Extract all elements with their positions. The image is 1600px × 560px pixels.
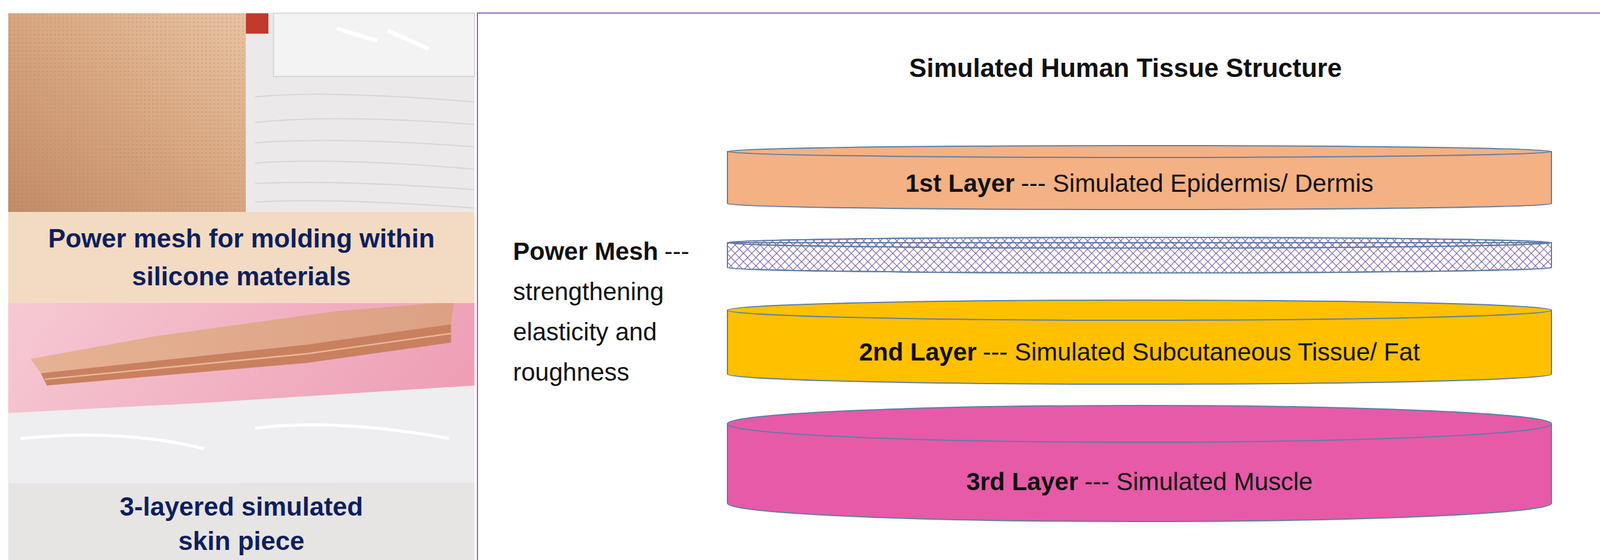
layer-name: 3rd Layer: [966, 467, 1079, 496]
mesh-name: Power Mesh: [512, 237, 659, 266]
lid-reflection: [336, 28, 429, 49]
tissue-layer: 2nd Layer--- Simulated Subcutaneous Tiss…: [726, 299, 1553, 386]
layer-shape: [726, 405, 1553, 523]
caption-text: 3-layered simulated skin piece: [119, 492, 364, 556]
caption-band: Power mesh for molding within silicone m…: [8, 212, 475, 304]
layer-body: [727, 310, 1552, 385]
tissue-layer: 1st Layer--- Simulated Epidermis/ Dermis: [726, 145, 1553, 211]
red-object: [245, 13, 269, 34]
layer-top: [727, 405, 1552, 443]
diagram-title: Simulated Human Tissue Structure: [909, 52, 1342, 84]
tissue-layer: 3rd Layer--- Simulated Muscle: [726, 405, 1553, 523]
layer-description: --- Simulated Muscle: [1084, 467, 1313, 496]
mesh-photo: [245, 13, 475, 213]
layer-body: [727, 151, 1552, 210]
skin-piece-side: [40, 324, 451, 386]
mesh-shape: [726, 236, 1553, 274]
mesh-hatch-top: [727, 237, 1552, 249]
mesh-band: Power Mesh--- strengthening elasticity a…: [726, 236, 1553, 274]
layer-top: [727, 237, 1552, 249]
plastic-reflection: [20, 425, 449, 450]
skin-piece-layer-line: [45, 333, 452, 380]
layer-description: --- Simulated Subcutaneous Tissue/ Fat: [982, 338, 1420, 367]
plastic-sheet: [8, 385, 475, 484]
skin-texture: [8, 13, 246, 213]
caption-band: 3-layered simulated skin piece: [8, 483, 475, 560]
mesh-folds: [255, 94, 475, 208]
layer-top: [727, 145, 1552, 158]
plastic-lid: [273, 13, 475, 77]
layer-name: 2nd Layer: [858, 338, 977, 367]
layer-description: --- Simulated Epidermis/ Dermis: [1020, 169, 1374, 198]
skin-photo: [8, 13, 246, 213]
caption-text: Power mesh for molding within silicone m…: [47, 223, 435, 291]
panel-border: [477, 13, 1600, 560]
layer-name: 1st Layer: [905, 169, 1015, 198]
layer-top: [727, 300, 1552, 321]
